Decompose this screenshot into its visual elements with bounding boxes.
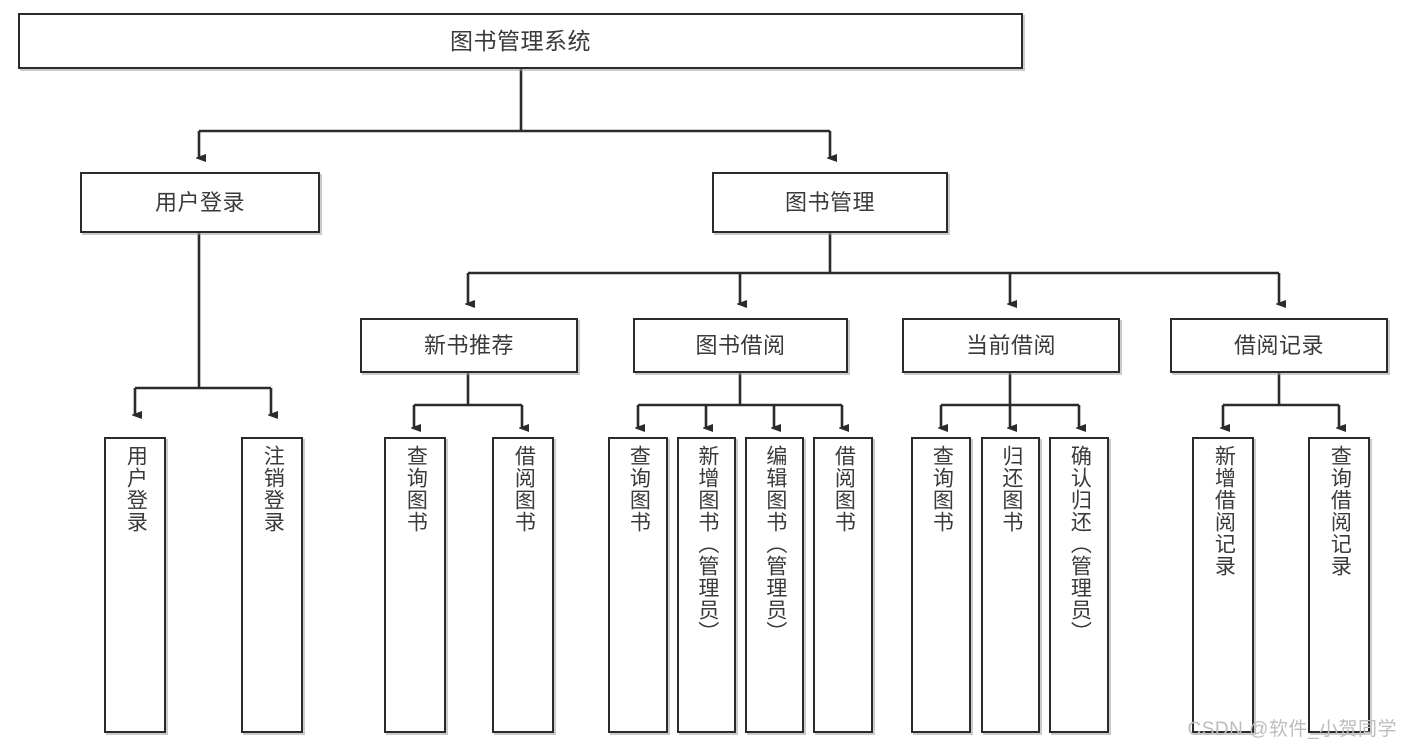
node-label: 新增图书（管理员） bbox=[695, 445, 719, 643]
leaf-current-query-book[interactable]: 查询图书 bbox=[911, 437, 971, 733]
node-borrow-record[interactable]: 借阅记录 bbox=[1170, 318, 1388, 373]
node-user-login[interactable]: 用户登录 bbox=[80, 172, 320, 233]
leaf-recommend-borrow-book[interactable]: 借阅图书 bbox=[492, 437, 554, 733]
leaf-borrow-add-book[interactable]: 新增图书（管理员） bbox=[677, 437, 736, 733]
node-label: 查询借阅记录 bbox=[1328, 445, 1352, 577]
node-label: 新书推荐 bbox=[423, 332, 514, 358]
node-label: 用户登录 bbox=[154, 189, 245, 215]
node-label: 注销登录 bbox=[261, 445, 285, 533]
leaf-borrow-borrow-book[interactable]: 借阅图书 bbox=[813, 437, 873, 733]
node-label: 用户登录 bbox=[124, 445, 148, 533]
node-label: 当前借阅 bbox=[965, 332, 1056, 358]
leaf-current-confirm-return[interactable]: 确认归还（管理员） bbox=[1049, 437, 1109, 733]
leaf-borrow-query-book[interactable]: 查询图书 bbox=[608, 437, 668, 733]
node-label: 借阅记录 bbox=[1233, 332, 1324, 358]
leaf-borrow-edit-book[interactable]: 编辑图书（管理员） bbox=[745, 437, 804, 733]
node-label: 借阅图书 bbox=[512, 445, 536, 533]
leaf-record-query-record[interactable]: 查询借阅记录 bbox=[1308, 437, 1370, 733]
node-book-borrow[interactable]: 图书借阅 bbox=[633, 318, 848, 373]
node-label: 图书管理系统 bbox=[450, 27, 591, 54]
node-label: 查询图书 bbox=[404, 445, 428, 533]
node-label: 归还图书 bbox=[999, 445, 1023, 533]
node-label: 借阅图书 bbox=[832, 445, 856, 533]
node-label: 查询图书 bbox=[930, 445, 954, 533]
leaf-record-add-record[interactable]: 新增借阅记录 bbox=[1192, 437, 1254, 733]
node-label: 确认归还（管理员） bbox=[1068, 445, 1092, 643]
node-book-management[interactable]: 图书管理 bbox=[712, 172, 948, 233]
leaf-user-login-logout[interactable]: 注销登录 bbox=[241, 437, 303, 733]
leaf-current-return-book[interactable]: 归还图书 bbox=[981, 437, 1040, 733]
node-label: 图书借阅 bbox=[695, 332, 786, 358]
node-label: 编辑图书（管理员） bbox=[763, 445, 787, 643]
node-label: 查询图书 bbox=[627, 445, 651, 533]
watermark-text: CSDN @软件_小贺同学 bbox=[1187, 719, 1397, 740]
node-root-system[interactable]: 图书管理系统 bbox=[18, 13, 1023, 69]
node-label: 新增借阅记录 bbox=[1212, 445, 1236, 577]
node-new-book-recommend[interactable]: 新书推荐 bbox=[360, 318, 578, 373]
node-label: 图书管理 bbox=[784, 189, 875, 215]
leaf-recommend-query-book[interactable]: 查询图书 bbox=[384, 437, 446, 733]
leaf-user-login-login[interactable]: 用户登录 bbox=[104, 437, 166, 733]
node-current-borrow[interactable]: 当前借阅 bbox=[902, 318, 1120, 373]
